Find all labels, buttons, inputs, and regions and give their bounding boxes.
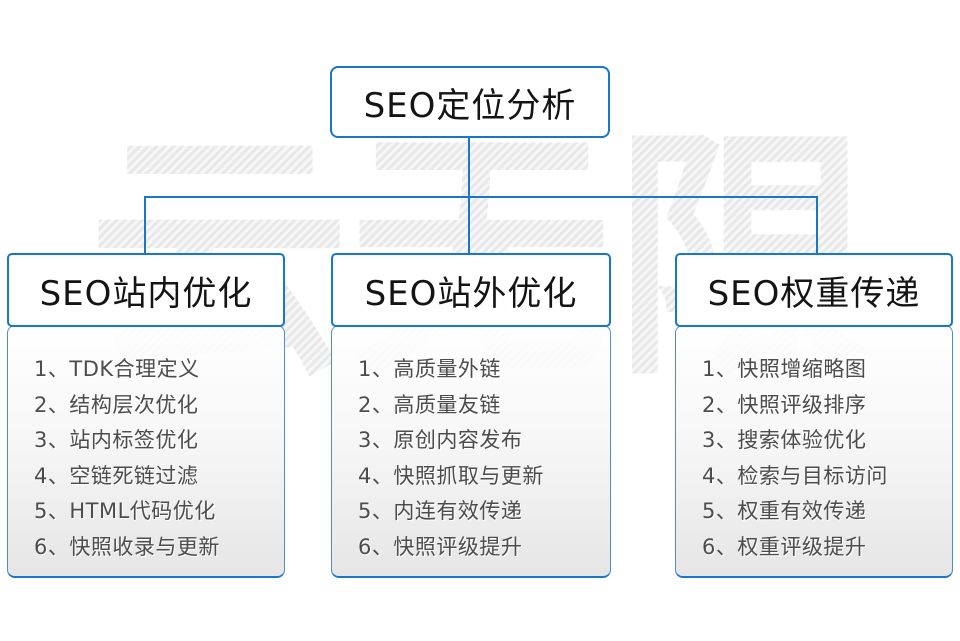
list-item: 4、检索与目标访问: [702, 463, 888, 488]
column-header-onsite-optimization: SEO站内优化: [7, 253, 285, 327]
list-item: 1、TDK合理定义: [34, 357, 200, 381]
root-node-seo-positioning-analysis: SEO定位分析: [330, 66, 610, 138]
list-item: 6、快照收录与更新: [34, 534, 220, 559]
connector-root-vertical: [468, 138, 470, 198]
column-list-offsite-optimization: 1、高质量外链 2、高质量友链 3、原创内容发布 4、快照抓取与更新 5、内连有效传递 6…: [331, 325, 611, 578]
list-item: 3、原创内容发布: [358, 428, 523, 452]
list-item: 5、HTML代码优化: [34, 499, 216, 523]
list-item: 1、快照增缩略图: [702, 357, 867, 381]
list-item: 5、权重有效传递: [702, 499, 867, 523]
column-list-weight-transfer: 1、快照增缩略图 2、快照评级排序 3、搜索体验优化 4、检索与目标访问 5、权重有效传…: [675, 325, 953, 578]
list-item: 6、快照评级提升: [358, 534, 523, 559]
list-item: 2、快照评级排序: [702, 392, 867, 417]
connector-horizontal: [144, 196, 818, 198]
list-item: 6、权重评级提升: [702, 534, 867, 559]
list-item: 4、空链死链过滤: [34, 463, 199, 488]
list-item: 2、结构层次优化: [34, 392, 199, 417]
list-item: 1、高质量外链: [358, 357, 501, 381]
connector-right-vertical: [816, 196, 818, 254]
list-item: 4、快照抓取与更新: [358, 463, 544, 488]
connector-left-vertical: [144, 196, 146, 254]
list-item: 5、内连有效传递: [358, 499, 523, 523]
list-item: 2、高质量友链: [358, 392, 501, 417]
column-list-onsite-optimization: 1、TDK合理定义 2、结构层次优化 3、站内标签优化 4、空链死链过滤 5、HTML代…: [7, 325, 285, 578]
column-header-offsite-optimization: SEO站外优化: [331, 253, 611, 327]
list-item: 3、搜索体验优化: [702, 428, 867, 452]
connector-middle-vertical: [468, 196, 470, 254]
list-item: 3、站内标签优化: [34, 428, 199, 452]
column-header-weight-transfer: SEO权重传递: [675, 253, 953, 327]
